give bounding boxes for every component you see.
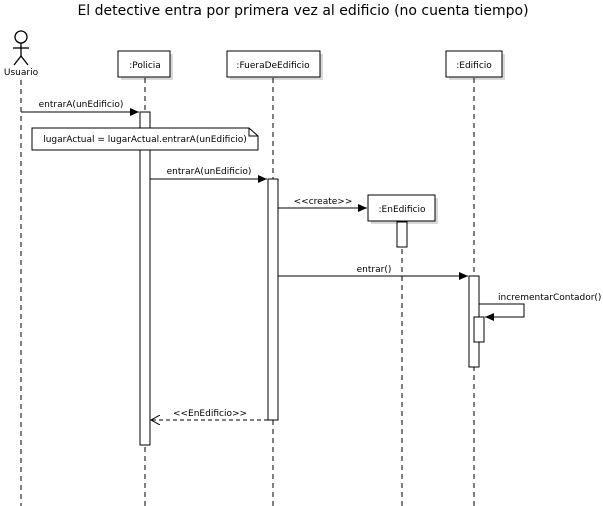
note-fold-icon (248, 128, 258, 137)
participant-label: :EnEdificio (379, 205, 426, 215)
participant-edificio: :Edificio (445, 50, 505, 506)
activation-policia (139, 111, 151, 446)
message-incrementar-contador: incrementarContador() (479, 293, 601, 321)
participant-policia: :Policia (117, 50, 173, 506)
message-create: <<create>> (278, 197, 367, 212)
message-entrar-a-fuera: entrarA(unEdificio) (150, 167, 267, 183)
message-label: entrarA(unEdificio) (167, 167, 252, 177)
note: lugarActual = lugarActual.entrarA(unEdif… (31, 127, 259, 151)
activation-fuera-de-edificio (267, 178, 279, 421)
participant-label: :Policia (129, 61, 161, 71)
participant-fuera-de-edificio: :FueraDeEdificio (226, 50, 323, 506)
actor-label: Usuario (4, 68, 39, 78)
note-text: lugarActual = lugarActual.entrarA(unEdif… (43, 135, 247, 145)
message-label: entrarA(unEdificio) (39, 100, 124, 110)
activation-en-edificio (396, 221, 408, 248)
diagram-title: El detective entra por primera vez al ed… (77, 3, 528, 19)
message-entrar-a-policia: entrarA(unEdificio) (21, 100, 139, 116)
participant-box (445, 50, 503, 78)
message-label: entrar() (357, 265, 392, 275)
message-entrar: entrar() (278, 265, 468, 280)
message-label: <<EnEdificio>> (173, 409, 247, 419)
participant-label: :Edificio (456, 61, 492, 71)
participant-label: :FueraDeEdificio (236, 61, 310, 71)
message-label: <<create>> (294, 197, 353, 207)
message-label: incrementarContador() (498, 293, 601, 303)
stick-figure-icon (13, 30, 29, 66)
message-return-en-edificio: <<EnEdificio>> (151, 409, 268, 420)
participant-box (367, 194, 436, 222)
participant-box (117, 50, 171, 78)
participant-box (226, 50, 321, 78)
activation-edificio-self (473, 316, 485, 343)
participant-en-edificio: :EnEdificio (367, 194, 438, 506)
actor-usuario: Usuario (4, 30, 39, 506)
